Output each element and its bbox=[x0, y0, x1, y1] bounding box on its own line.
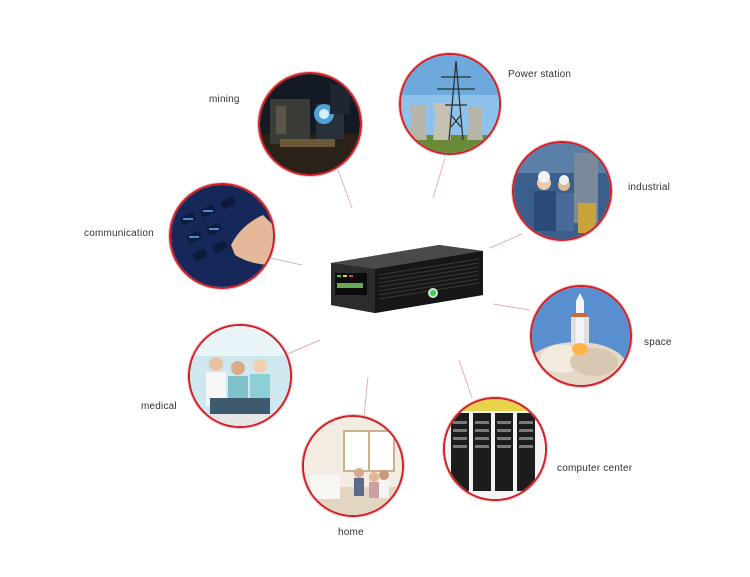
label-medical: medical bbox=[141, 401, 177, 412]
power-tower-icon bbox=[401, 55, 499, 153]
space-circle bbox=[530, 285, 632, 387]
mining-circle bbox=[258, 72, 362, 176]
server-racks-icon bbox=[445, 399, 545, 499]
mining-scene-icon bbox=[260, 74, 360, 174]
industrial-circle bbox=[512, 141, 612, 241]
computer-center-circle bbox=[443, 397, 547, 501]
power-station-circle bbox=[399, 53, 501, 155]
inverter-device-icon bbox=[331, 245, 483, 313]
label-communication: communication bbox=[84, 228, 154, 239]
medical-team-icon bbox=[190, 326, 290, 426]
label-home: home bbox=[338, 527, 364, 538]
connector-space bbox=[492, 303, 531, 311]
inverter-device bbox=[327, 243, 487, 315]
connector-mining bbox=[337, 169, 353, 209]
home-circle bbox=[302, 415, 404, 517]
label-industrial: industrial bbox=[628, 182, 671, 193]
communication-circle bbox=[169, 183, 275, 289]
living-room-icon bbox=[304, 417, 402, 515]
connector-industrial bbox=[489, 233, 523, 249]
label-computer-center: computer center bbox=[557, 463, 633, 474]
label-space: space bbox=[644, 337, 672, 348]
label-mining: mining bbox=[209, 94, 240, 105]
connector-medical bbox=[284, 339, 321, 356]
connector-power-station bbox=[432, 157, 446, 199]
rocket-launch-icon bbox=[532, 287, 630, 385]
connector-computer-center bbox=[458, 359, 473, 399]
industrial-workers-icon bbox=[514, 143, 610, 239]
connector-home bbox=[363, 376, 369, 417]
keypad-icon bbox=[171, 185, 273, 287]
label-power-station: Power station bbox=[508, 69, 572, 80]
medical-circle bbox=[188, 324, 292, 428]
connector-communication bbox=[269, 257, 303, 266]
